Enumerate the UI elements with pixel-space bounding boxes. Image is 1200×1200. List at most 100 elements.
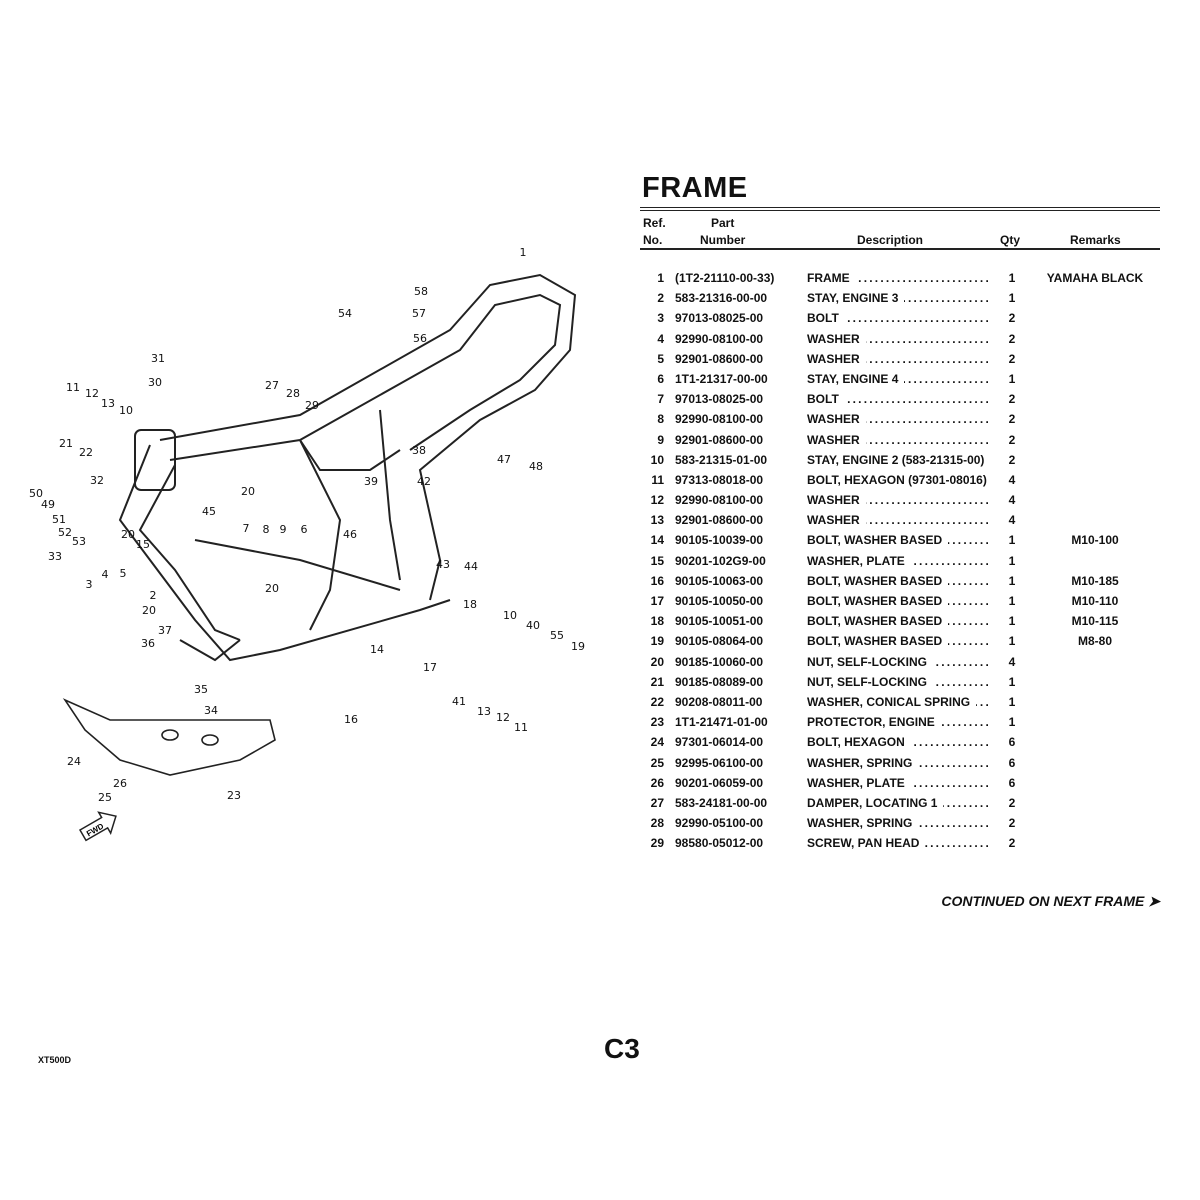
callout-label: 36 [141,637,155,650]
callout-label: 54 [338,307,352,320]
callout-label: 43 [436,558,450,571]
part-number: 92901-08600-00 [675,513,764,528]
description: BOLT, WASHER BASED [807,634,943,649]
quantity: 4 [1008,654,1016,669]
part-number: 583-21315-01-00 [675,452,768,467]
callout-label: 49 [41,498,55,511]
callout-label: 16 [344,713,358,726]
ref-no: 5 [657,351,664,366]
callout-label: 26 [113,777,127,790]
quantity: 4 [1008,493,1016,508]
ref-no: 10 [650,452,664,467]
part-number: 97313-08018-00 [675,472,764,487]
quantity: 1 [1008,553,1016,568]
header-part-line2: Number [700,233,746,247]
callout-label: 22 [79,446,93,459]
description: STAY, ENGINE 3 [807,291,899,306]
description: BOLT, HEXAGON (97301-08016) [807,472,987,487]
quantity: 1 [1008,271,1016,285]
quantity: 2 [1008,351,1016,366]
description: BOLT, WASHER BASED [807,573,943,588]
ref-no: 12 [650,493,664,508]
ref-no: 17 [650,594,664,608]
callout-label: 20 [241,485,255,498]
description: BOLT, WASHER BASED [807,614,943,629]
callout-label: 48 [529,460,543,473]
ref-no: 13 [650,513,664,528]
title-rule [640,210,1160,211]
callout-label: 27 [265,379,279,392]
description: WASHER [807,331,860,346]
description-cell: BOLT, WASHER BASED......................… [807,533,991,547]
callout-label: 47 [497,453,511,466]
quantity: 2 [1008,795,1016,810]
page-number: C3 [604,1033,640,1064]
description: WASHER, SPRING [807,816,913,831]
ref-no: 26 [650,775,664,790]
callout-label: 42 [417,475,431,488]
part-number: 1T1-21471-01-00 [675,715,768,730]
dot-leader: ........................................ [911,735,991,750]
description-cell: DAMPER, LOCATING 1......................… [807,796,991,810]
remarks: M10-100 [1071,533,1119,548]
part-number: 1T1-21317-00-00 [675,371,768,386]
ref-no: 2 [657,291,664,306]
dot-leader: ........................................ [911,775,991,790]
remarks: M10-110 [1071,594,1119,608]
description: BOLT, HEXAGON [807,735,905,750]
callout-label: 57 [412,307,426,320]
callout-label: 25 [98,791,112,804]
callout-label: 23 [227,789,241,802]
callout-label: 20 [121,528,135,541]
dot-leader: ........................................ [845,392,991,407]
description: BOLT, WASHER BASED [807,533,943,548]
callout-label: 51 [52,513,66,526]
description: WASHER, PLATE [807,553,905,568]
dot-leader: ........................................ [948,614,991,629]
callout-label: 44 [464,560,478,573]
description-cell: WASHER, SPRING..........................… [807,756,991,770]
part-number: 90208-08011-00 [675,694,763,709]
description: BOLT [807,311,839,326]
engine-protector-drawing [62,698,276,776]
table-row: 1(1T2-21110-00-33)FRAME.................… [640,271,1160,291]
description-cell: FRAME...................................… [807,271,991,285]
part-number: 90105-10039-00 [675,533,764,548]
quantity: 2 [1008,412,1016,427]
ref-no: 7 [657,392,664,407]
part-number: 90105-10050-00 [675,594,764,608]
callout-label: 4 [102,568,109,581]
callout-label: 58 [414,285,428,298]
callout-label: 39 [364,475,378,488]
page-title: FRAME [642,172,748,204]
description: WASHER [807,351,860,366]
header-remarks: Remarks [1070,233,1121,247]
description-cell: BOLT, WASHER BASED......................… [807,574,991,588]
ref-no: 4 [657,331,664,346]
callout-label: 46 [343,528,357,541]
callout-label: 21 [59,437,73,450]
part-number: 98580-05012-00 [675,836,764,851]
quantity: 6 [1008,775,1016,790]
remarks: YAMAHA BLACK [1046,271,1144,285]
ref-no: 6 [657,371,664,386]
dot-leader: ........................................ [925,836,991,851]
dot-leader: ........................................ [918,755,991,770]
ref-no: 25 [650,755,664,770]
description-cell: BOLT....................................… [807,392,991,406]
dot-leader: ........................................ [866,412,991,427]
part-number: 92990-08100-00 [675,331,764,346]
header-ref-line2: No. [643,233,663,247]
ref-no: 18 [650,614,664,629]
